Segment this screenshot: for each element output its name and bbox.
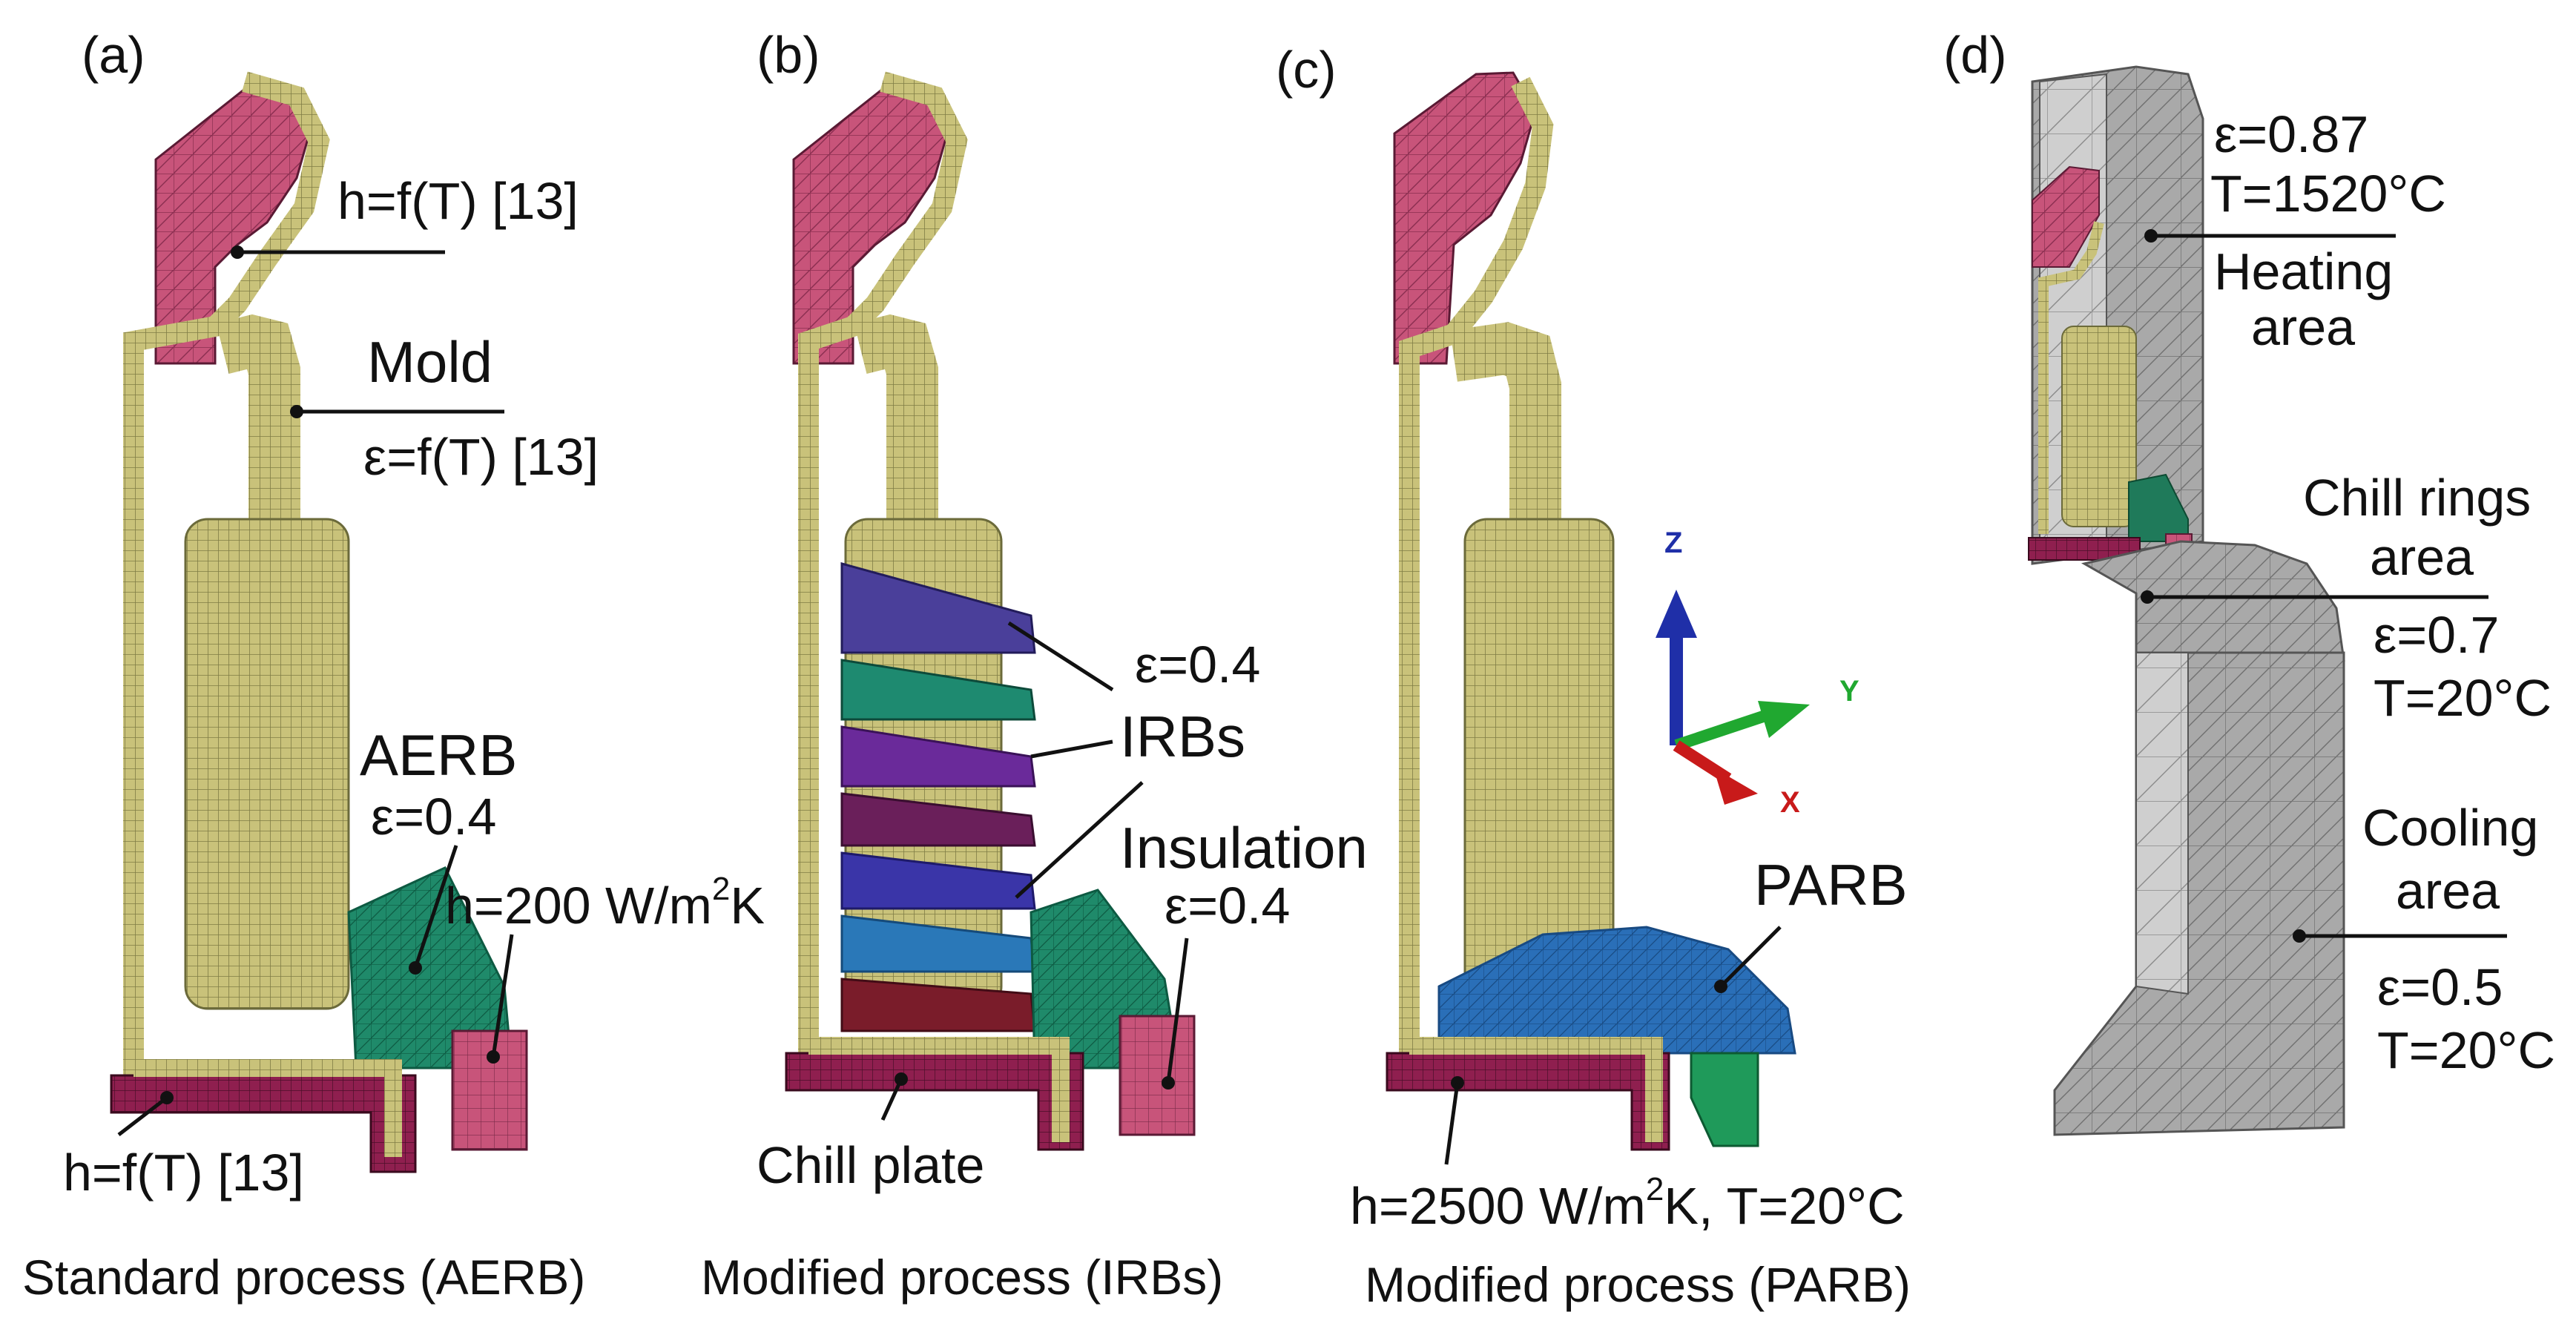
label-heating-1: Heating [2214,243,2393,300]
cooling-area-shell [2053,651,2345,1136]
label-insulation: Insulation [1120,815,1368,880]
label-eps-mold: ε=f(T) [13] [363,428,599,486]
irb-ring [840,659,1036,721]
mold-gating [216,314,300,519]
label-t-chill: T=20°C [2374,669,2552,727]
panel-b-letter: (b) [757,26,820,84]
outer-ring-a [451,1029,528,1151]
label-eps-chill: ε=0.7 [2374,606,2499,664]
axis-x-head [1713,768,1758,805]
panel-c: (c) Z Y X PARB h=2500 W/m2K, T=20°C Modi… [1276,41,1911,1312]
leader-line [1007,621,1114,692]
outer-ring-b [1119,1015,1196,1136]
label-irbs: IRBs [1120,704,1245,769]
label-h-2500: h=2500 W/m2K, T=20°C [1350,1171,1905,1235]
mold-shell [2038,221,2104,534]
label-aerb: AERB [360,722,517,788]
panel-b: (b) ε=0.4 IRBs Insulation ε=0.4 [701,26,1368,1305]
label-cooling-1: Cooling [2362,799,2538,857]
panel-a-letter: (a) [82,26,145,84]
label-eps-cool: ε=0.5 [2377,958,2503,1016]
chill-ring-element [2128,473,2189,542]
irb-ring [840,725,1036,788]
mold-shell [123,71,330,1090]
caption-c: Modified process (PARB) [1365,1257,1911,1312]
panel-d-letter: (d) [1943,26,2007,84]
casting-body [184,518,350,1010]
irb-ring [840,978,1036,1032]
leader-line [1015,781,1144,899]
label-mold: Mold [367,329,493,395]
mold-base-c [1409,1037,1663,1142]
label-parb: PARB [1754,852,1908,917]
leader-line [880,1078,903,1121]
label-h-200: h=200 W/m2K [445,871,765,934]
label-t-cool: T=20°C [2377,1021,2555,1079]
irb-ring [840,562,1036,654]
mold-gating [1450,322,1561,519]
chill-plate-b [785,1052,1084,1151]
axis-x-label: X [1780,786,1800,819]
leader-line [1444,1082,1460,1165]
label-heating-2: area [2251,298,2355,356]
leader-line [1030,739,1113,759]
label-h-bottom: h=f(T) [13] [63,1144,304,1202]
coordinate-triad: Z Y X [1656,527,1859,819]
irb-stack [840,562,1036,1032]
label-chill-rings-1: Chill rings [2303,469,2531,527]
label-cooling-2: area [2396,862,2500,920]
mold-shell [1399,76,1554,1053]
mold-base-a [134,1059,402,1157]
leader-line [1166,937,1189,1084]
caption-b: Modified process (IRBs) [701,1250,1223,1305]
panel-a: (a) h=f(T) [13] Mold ε=f(T) [13] AERB ε=… [22,26,765,1305]
leader-line [117,1096,168,1136]
panel-d: (d) ε=0.87 T=1520°C Heating area Chill r… [1943,26,2555,1136]
pouring-funnel [1393,71,1537,365]
label-eps-irb: ε=0.4 [1135,636,1260,693]
leader-line [491,934,514,1058]
irb-ring [840,851,1036,910]
axis-y-head [1758,701,1810,738]
axis-z-label: Z [1664,527,1682,559]
label-eps-aerb: ε=0.4 [371,788,496,846]
chill-plate-a [110,1074,417,1173]
aerb-baffle [347,866,513,1069]
chill-plate-c [1386,1052,1670,1151]
axis-y-arrow [1674,710,1768,751]
panel-c-letter: (c) [1276,41,1337,99]
label-t-heat: T=1520°C [2210,165,2446,222]
label-chill-plate: Chill plate [757,1136,984,1194]
axis-y-label: Y [1839,675,1859,708]
outer-ring-c [1690,1052,1759,1147]
mold-shell [798,71,968,1053]
pouring-funnel [2032,165,2100,268]
label-eps-heat: ε=0.87 [2214,105,2368,163]
cooling-inner-face [2135,652,2189,995]
leader-line [413,845,458,969]
label-chill-rings-2: area [2370,528,2474,586]
chill-rings-area [2081,540,2345,669]
mold-base-b [808,1037,1070,1142]
mold-gating [854,314,938,519]
axis-z-head [1656,590,1697,638]
caption-a: Standard process (AERB) [22,1250,585,1305]
label-h-top: h=f(T) [13] [337,172,579,230]
casting-body [2061,326,2137,527]
irb-ring [840,792,1036,847]
label-eps-ins: ε=0.4 [1165,877,1290,934]
leader-line [1719,926,1782,988]
